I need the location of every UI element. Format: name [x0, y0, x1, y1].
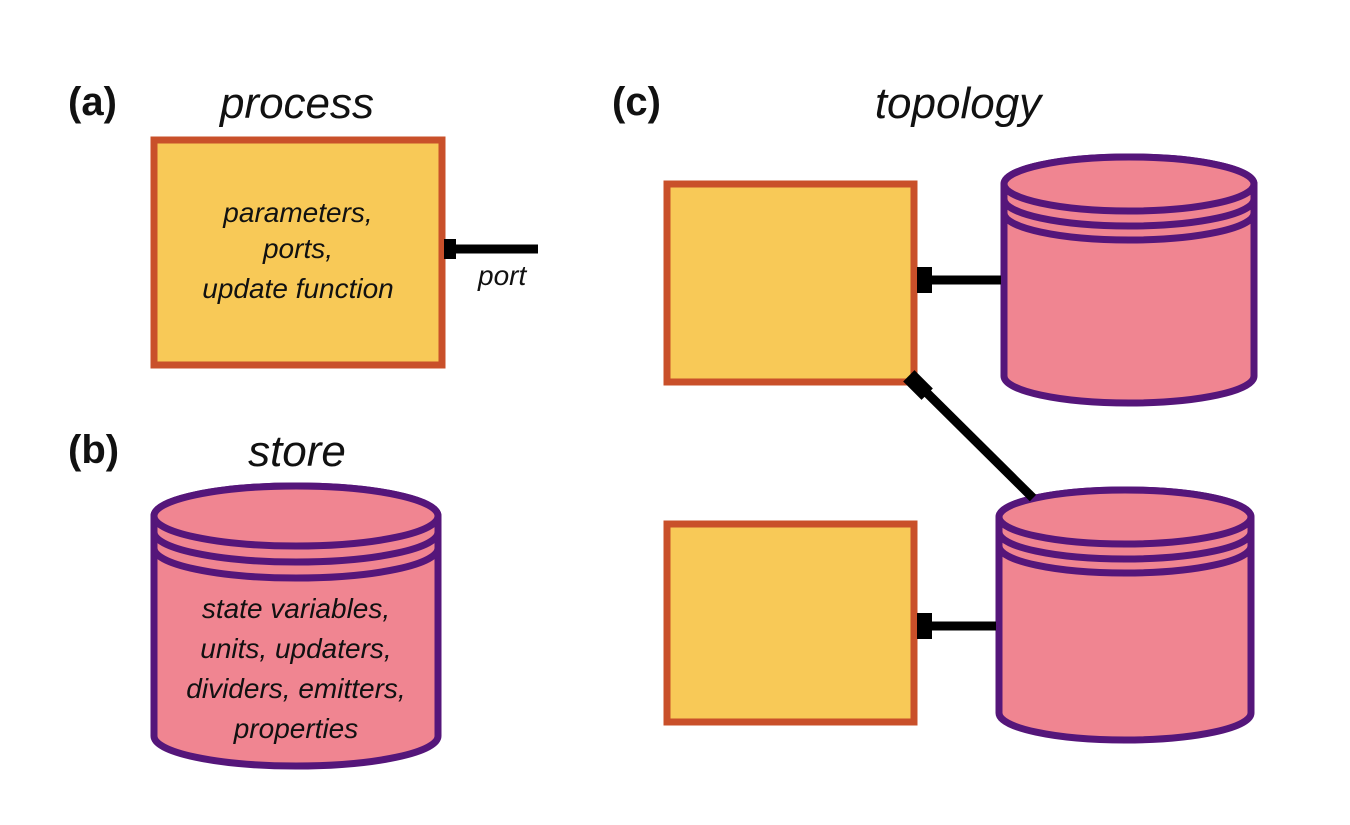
- panel-label-c: (c): [612, 80, 661, 124]
- topology-store-bottom-ring-2: [995, 545, 1255, 577]
- topology-store-top: [1000, 153, 1258, 407]
- wire-top-connector: [917, 267, 932, 293]
- wire-bottom-horizontal: [917, 613, 996, 639]
- topology-store-bottom: [995, 486, 1255, 744]
- process-body-line-1: parameters,: [222, 197, 372, 228]
- panel-label-a: (a): [68, 80, 117, 124]
- process-port: [444, 239, 538, 259]
- process-body-line-2: ports,: [262, 233, 333, 264]
- process-title: process: [218, 79, 374, 128]
- topology-store-bottom-ring-1: [995, 531, 1255, 563]
- wire-diagonal-connector: [903, 370, 933, 400]
- wire-bottom-connector: [917, 613, 932, 639]
- store-cylinder: [150, 482, 442, 770]
- topology-store-top-ring-2: [1000, 212, 1258, 244]
- store-body-line-3: dividers, emitters,: [186, 673, 405, 704]
- panel-b: (b) store state variables, units, update…: [68, 427, 442, 770]
- topology-process-bottom: [663, 520, 918, 726]
- process-body-line-3: update function: [202, 273, 394, 304]
- topology-title: topology: [875, 79, 1044, 128]
- topology-store-top-cap: [1000, 153, 1258, 215]
- store-title: store: [248, 427, 346, 476]
- topology-store-bottom-cap: [995, 486, 1255, 548]
- store-ring-1: [150, 531, 442, 566]
- panel-c: (c) topology: [612, 79, 1258, 744]
- store-top: [150, 482, 442, 550]
- panel-label-b: (b): [68, 428, 119, 472]
- process-box: [150, 136, 446, 369]
- wire-diagonal: [903, 370, 1037, 502]
- panel-a: (a) process parameters, ports, update fu…: [68, 79, 538, 369]
- store-body-line-4: properties: [233, 713, 359, 744]
- store-body-line-1: state variables,: [202, 593, 390, 624]
- wire-diagonal-line: [917, 383, 1037, 502]
- topology-store-top-ring-1: [1000, 198, 1258, 230]
- store-body-line-2: units, updaters,: [200, 633, 391, 664]
- topology-process-top: [663, 180, 918, 386]
- port-label: port: [477, 260, 527, 291]
- store-ring-2: [150, 547, 442, 582]
- wire-top-horizontal: [917, 267, 1001, 293]
